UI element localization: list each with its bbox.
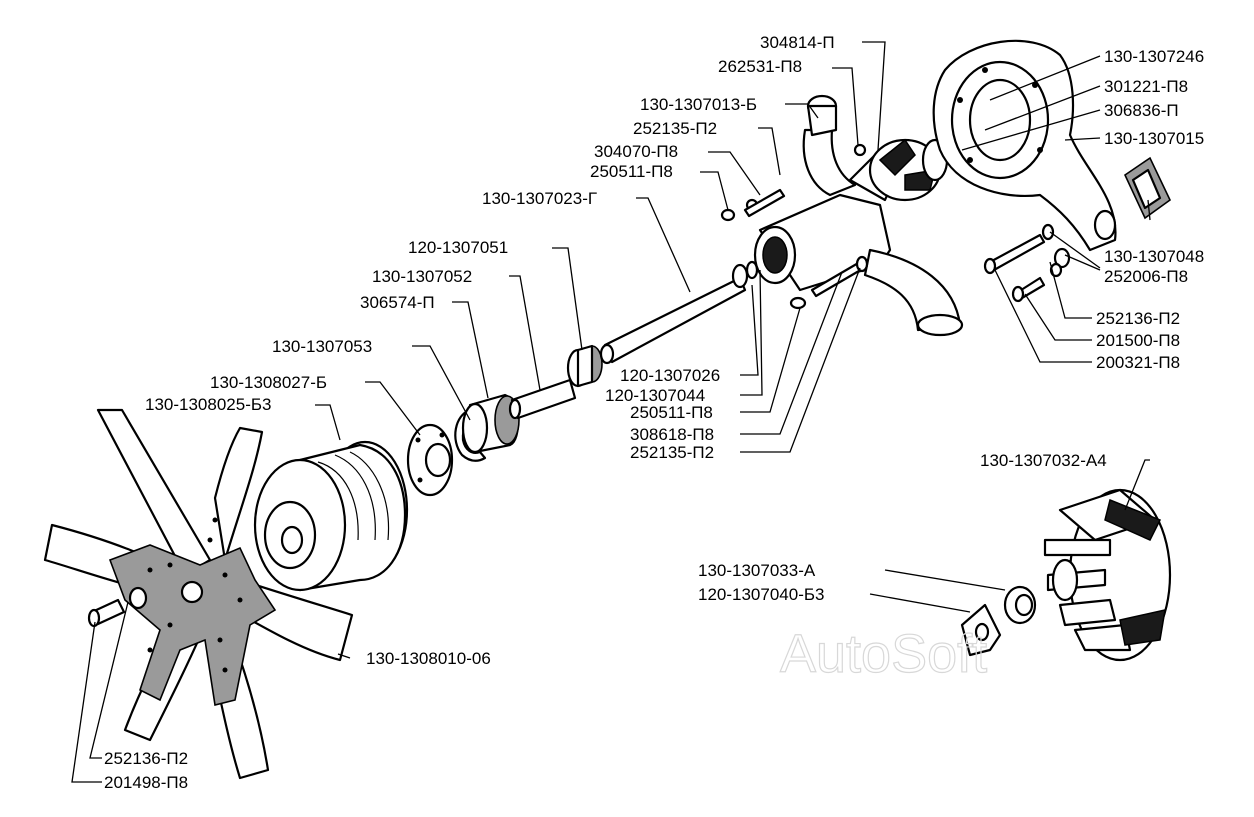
label-1307026: 120-1307026 bbox=[620, 366, 720, 385]
label-1307044: 120-1307044 bbox=[605, 386, 705, 405]
seal-washer bbox=[960, 603, 1002, 657]
watermark: AutoSoft bbox=[780, 624, 987, 684]
label-308618: 308618-П8 bbox=[630, 425, 714, 444]
label-301221: 301221-П8 bbox=[1104, 77, 1188, 96]
bearing-front bbox=[461, 393, 520, 454]
label-1307040: 120-1307040-Б3 bbox=[698, 585, 824, 604]
seal bbox=[1003, 585, 1037, 625]
label-252135-mid: 252135-П2 bbox=[630, 443, 714, 462]
label-262531: 262531-П8 bbox=[718, 57, 802, 76]
pump-housing bbox=[753, 94, 964, 337]
spacer bbox=[508, 378, 577, 420]
label-252136-right: 252136-П2 bbox=[1096, 309, 1180, 328]
label-201498: 201498-П8 bbox=[104, 773, 188, 792]
label-250511-mid: 250511-П8 bbox=[630, 403, 713, 422]
label-1308010: 130-1308010-06 bbox=[366, 649, 491, 668]
leader-lines bbox=[71, 41, 1151, 783]
label-252135-top: 252135-П2 bbox=[633, 119, 717, 138]
label-304814: 304814-П bbox=[760, 33, 835, 52]
cover-bolts bbox=[983, 223, 1071, 303]
label-252136-bottom: 252136-П2 bbox=[104, 749, 188, 768]
hub-flange bbox=[406, 423, 454, 497]
label-1307053: 130-1307053 bbox=[272, 337, 372, 356]
label-200321: 200321-П8 bbox=[1096, 353, 1180, 372]
label-250511-top: 250511-П8 bbox=[590, 162, 673, 181]
impeller-separate bbox=[1043, 488, 1172, 662]
label-1307015: 130-1307015 bbox=[1104, 129, 1204, 148]
fan-assembly bbox=[43, 408, 354, 780]
label-1307048: 130-1307048 bbox=[1104, 247, 1204, 266]
gasket bbox=[1123, 156, 1172, 220]
label-306836: 306836-П bbox=[1104, 101, 1179, 120]
label-252006: 252006-П8 bbox=[1104, 267, 1188, 286]
label-1307023: 130-1307023-Г bbox=[482, 189, 597, 208]
label-1307052: 130-1307052 bbox=[372, 267, 472, 286]
label-1307013: 130-1307013-Б bbox=[640, 95, 757, 114]
impeller-mounted bbox=[868, 138, 949, 202]
label-1307033: 130-1307033-А bbox=[698, 561, 816, 580]
label-1308025: 130-1308025-Б3 bbox=[145, 395, 271, 414]
label-306574: 306574-П bbox=[360, 293, 435, 312]
label-1307246: 130-1307246 bbox=[1104, 47, 1204, 66]
pulley bbox=[253, 440, 409, 592]
label-1307032: 130-1307032-А4 bbox=[980, 451, 1107, 470]
label-1308027: 130-1308027-Б bbox=[210, 373, 327, 392]
bearing-rear bbox=[566, 344, 603, 388]
shaft-washers bbox=[731, 260, 759, 289]
fan-bolt bbox=[87, 586, 148, 628]
label-201500: 201500-П8 bbox=[1096, 331, 1180, 350]
shaft bbox=[599, 276, 747, 365]
label-304070: 304070-П8 bbox=[594, 142, 678, 161]
label-1307051: 120-1307051 bbox=[408, 238, 508, 257]
rear-cover bbox=[932, 39, 1117, 252]
part-labels: 304814-П 262531-П8 130-1307013-Б 252135-… bbox=[104, 33, 1204, 792]
